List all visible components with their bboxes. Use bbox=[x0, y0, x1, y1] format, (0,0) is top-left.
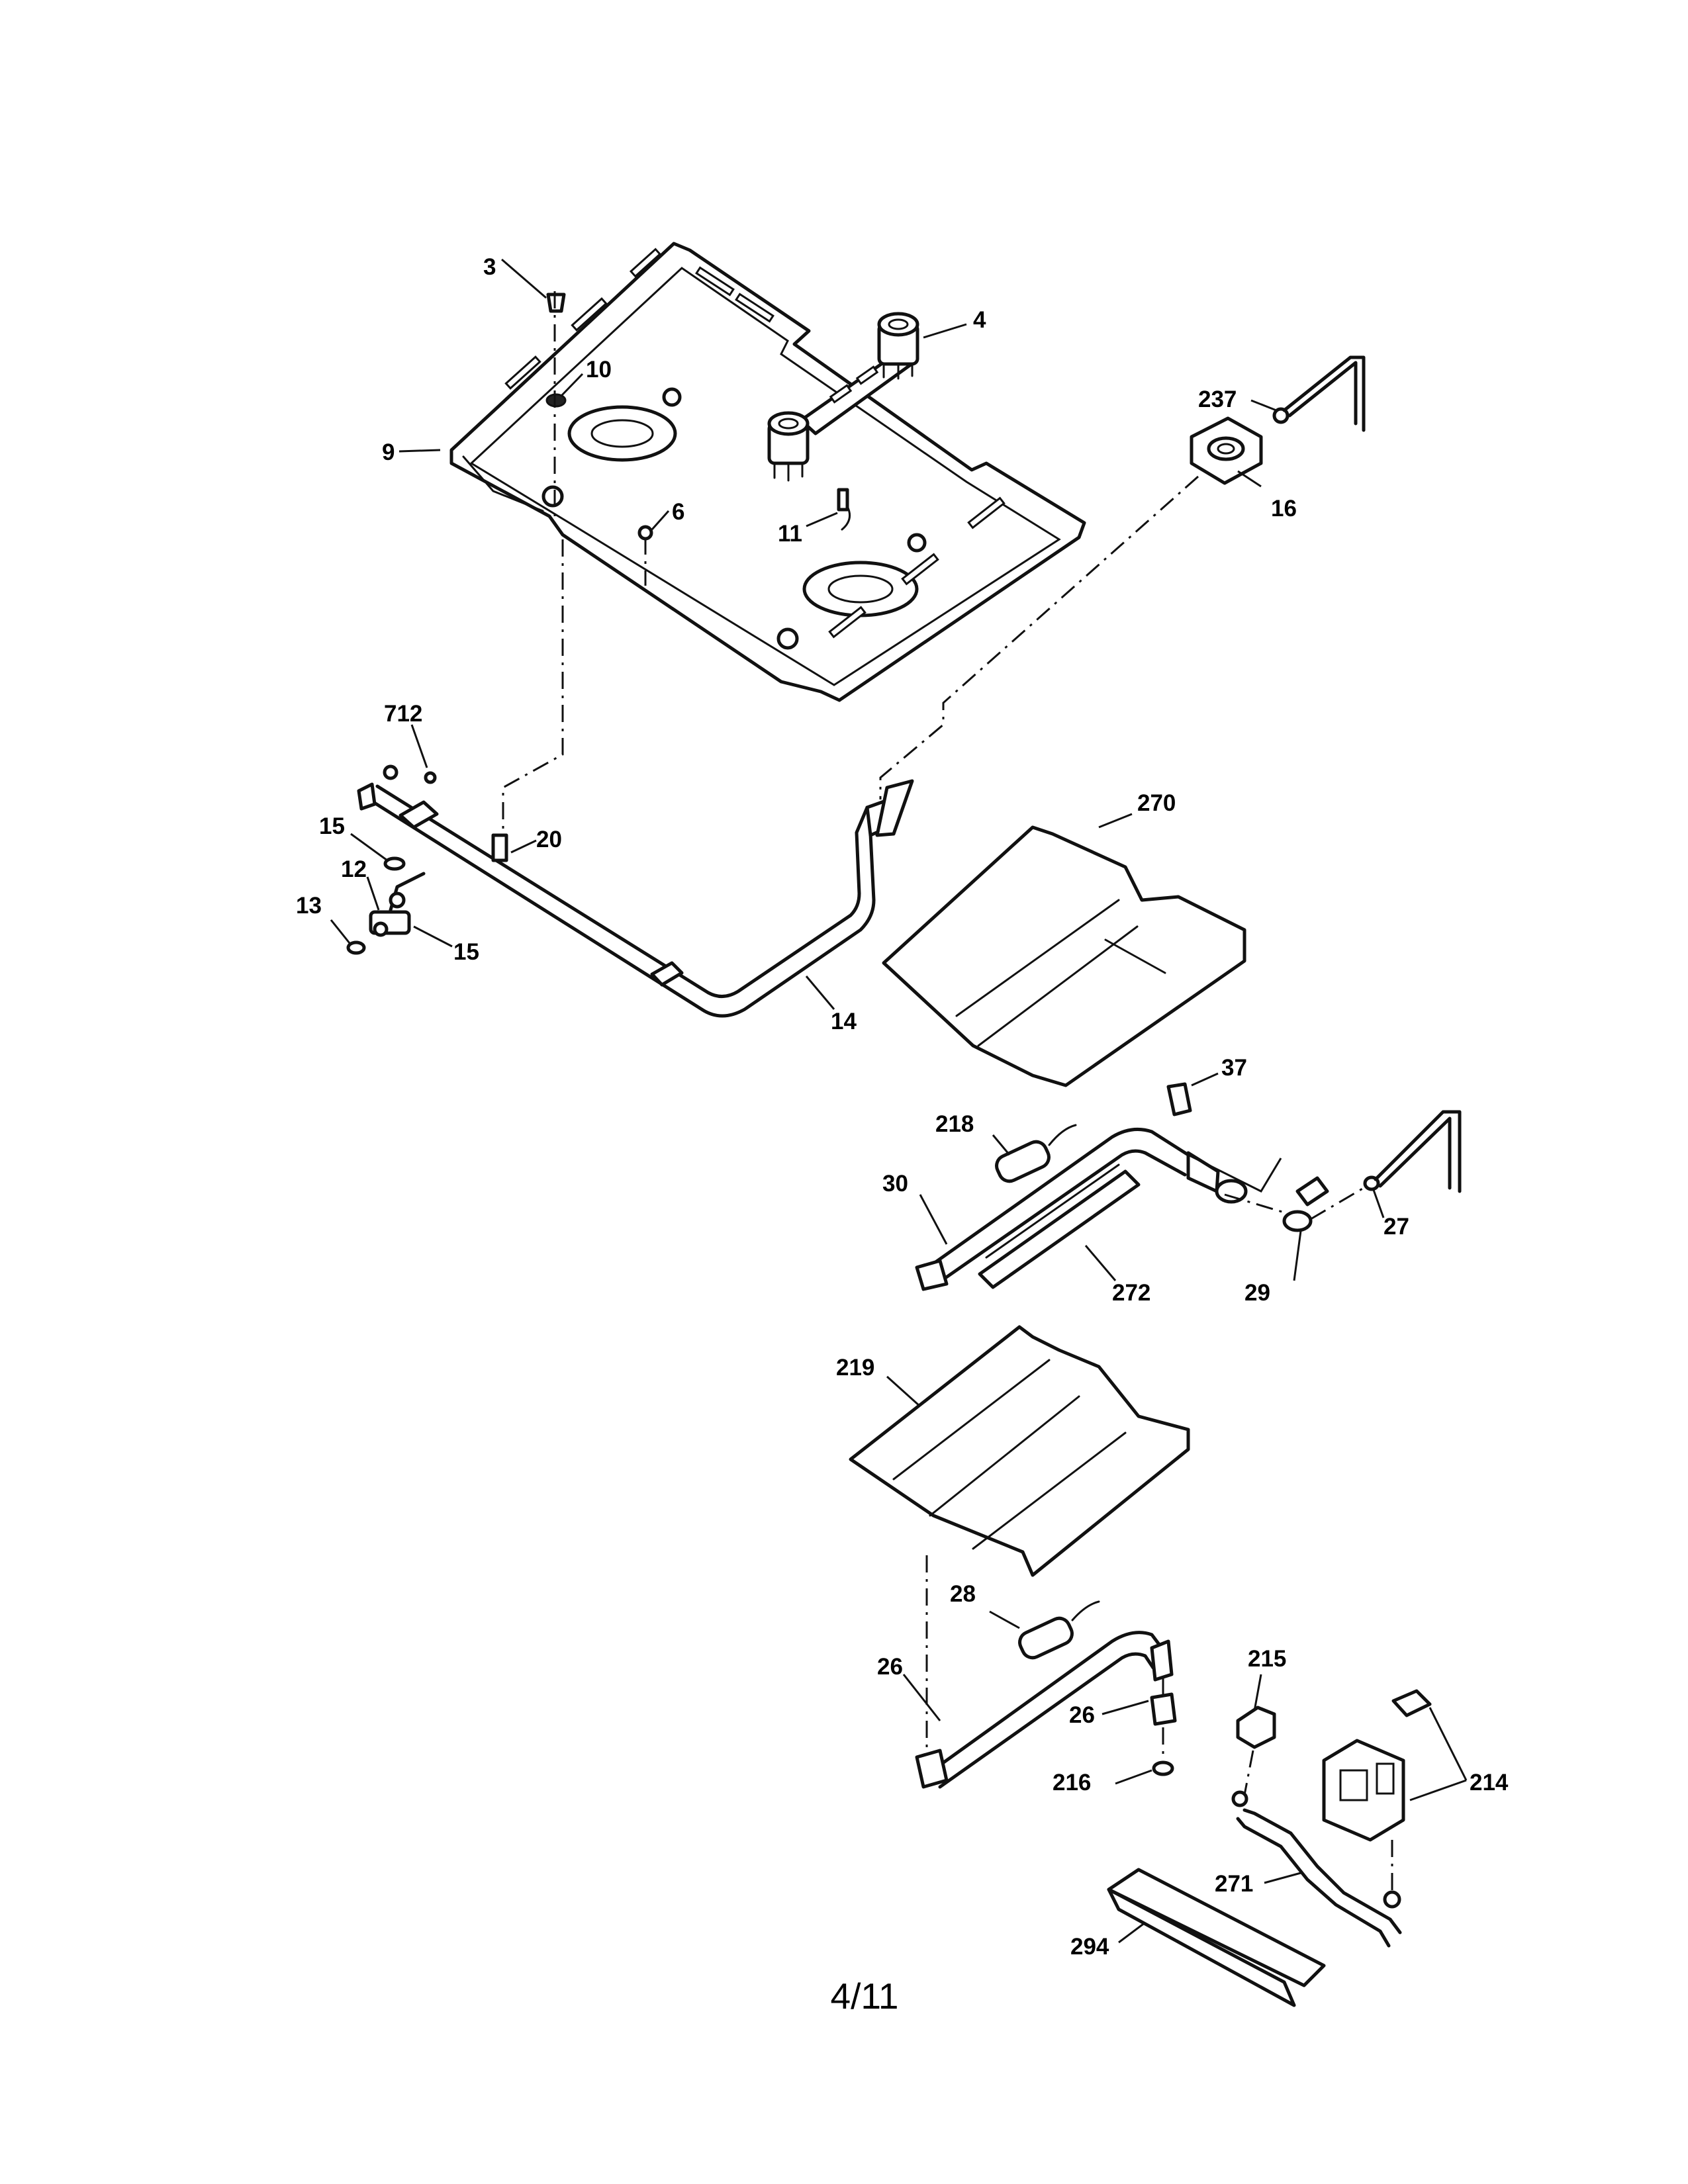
oven-burner-drawing bbox=[915, 1110, 1462, 1291]
shield-294 bbox=[1107, 1868, 1326, 2007]
callout-14: 14 bbox=[831, 1009, 857, 1034]
callout-4: 4 bbox=[973, 307, 986, 333]
burner-plate-270 bbox=[882, 825, 1246, 1087]
callout-37: 37 bbox=[1221, 1055, 1247, 1081]
valve-214 bbox=[1322, 1689, 1432, 1842]
callout-272: 272 bbox=[1112, 1280, 1150, 1306]
callout-20: 20 bbox=[536, 827, 562, 852]
leader-lines bbox=[330, 258, 1468, 1944]
callout-11: 11 bbox=[778, 521, 802, 547]
callout-271: 271 bbox=[1215, 1871, 1253, 1897]
callout-16: 16 bbox=[1271, 496, 1297, 522]
bracket-37 bbox=[1166, 1082, 1192, 1116]
tube-271 bbox=[1231, 1790, 1402, 1948]
callout-30: 30 bbox=[882, 1171, 908, 1197]
callout-15-lower: 15 bbox=[453, 939, 479, 965]
burner-box-drawing bbox=[449, 242, 1086, 702]
callout-6: 6 bbox=[672, 499, 684, 525]
callout-214: 214 bbox=[1470, 1770, 1509, 1796]
callout-26-right: 26 bbox=[1069, 1702, 1095, 1728]
callout-216: 216 bbox=[1053, 1770, 1091, 1796]
callout-3: 3 bbox=[483, 254, 496, 280]
callout-9: 9 bbox=[382, 439, 395, 465]
valve-right bbox=[877, 312, 919, 380]
manifold-pipe-drawing bbox=[346, 764, 914, 1018]
burner-plate-219 bbox=[849, 1325, 1190, 1577]
callout-15-upper: 15 bbox=[319, 813, 345, 839]
callout-294: 294 bbox=[1070, 1934, 1109, 1960]
valve-left bbox=[767, 411, 810, 482]
callout-26-left: 26 bbox=[877, 1654, 903, 1680]
callout-270: 270 bbox=[1137, 790, 1176, 816]
callout-27: 27 bbox=[1383, 1214, 1409, 1240]
callout-219: 219 bbox=[836, 1355, 874, 1381]
callout-10: 10 bbox=[586, 357, 612, 383]
broil-burner-drawing bbox=[915, 1600, 1177, 1789]
callout-237: 237 bbox=[1198, 387, 1237, 412]
bracket-215 bbox=[1236, 1706, 1276, 1749]
callout-12: 12 bbox=[341, 856, 367, 882]
page-number: 4/11 bbox=[831, 1976, 899, 2017]
callout-215: 215 bbox=[1248, 1646, 1286, 1672]
callout-labels: 3 4 10 237 9 16 6 11 712 270 20 15 12 13… bbox=[296, 254, 1509, 1960]
callout-28: 28 bbox=[950, 1581, 976, 1607]
callout-218: 218 bbox=[935, 1111, 974, 1137]
callout-29: 29 bbox=[1244, 1280, 1270, 1306]
assembly-lines bbox=[502, 291, 1393, 1893]
callout-13: 13 bbox=[296, 893, 322, 919]
safety-valve-drawing bbox=[1190, 355, 1366, 485]
callout-712: 712 bbox=[384, 701, 422, 727]
